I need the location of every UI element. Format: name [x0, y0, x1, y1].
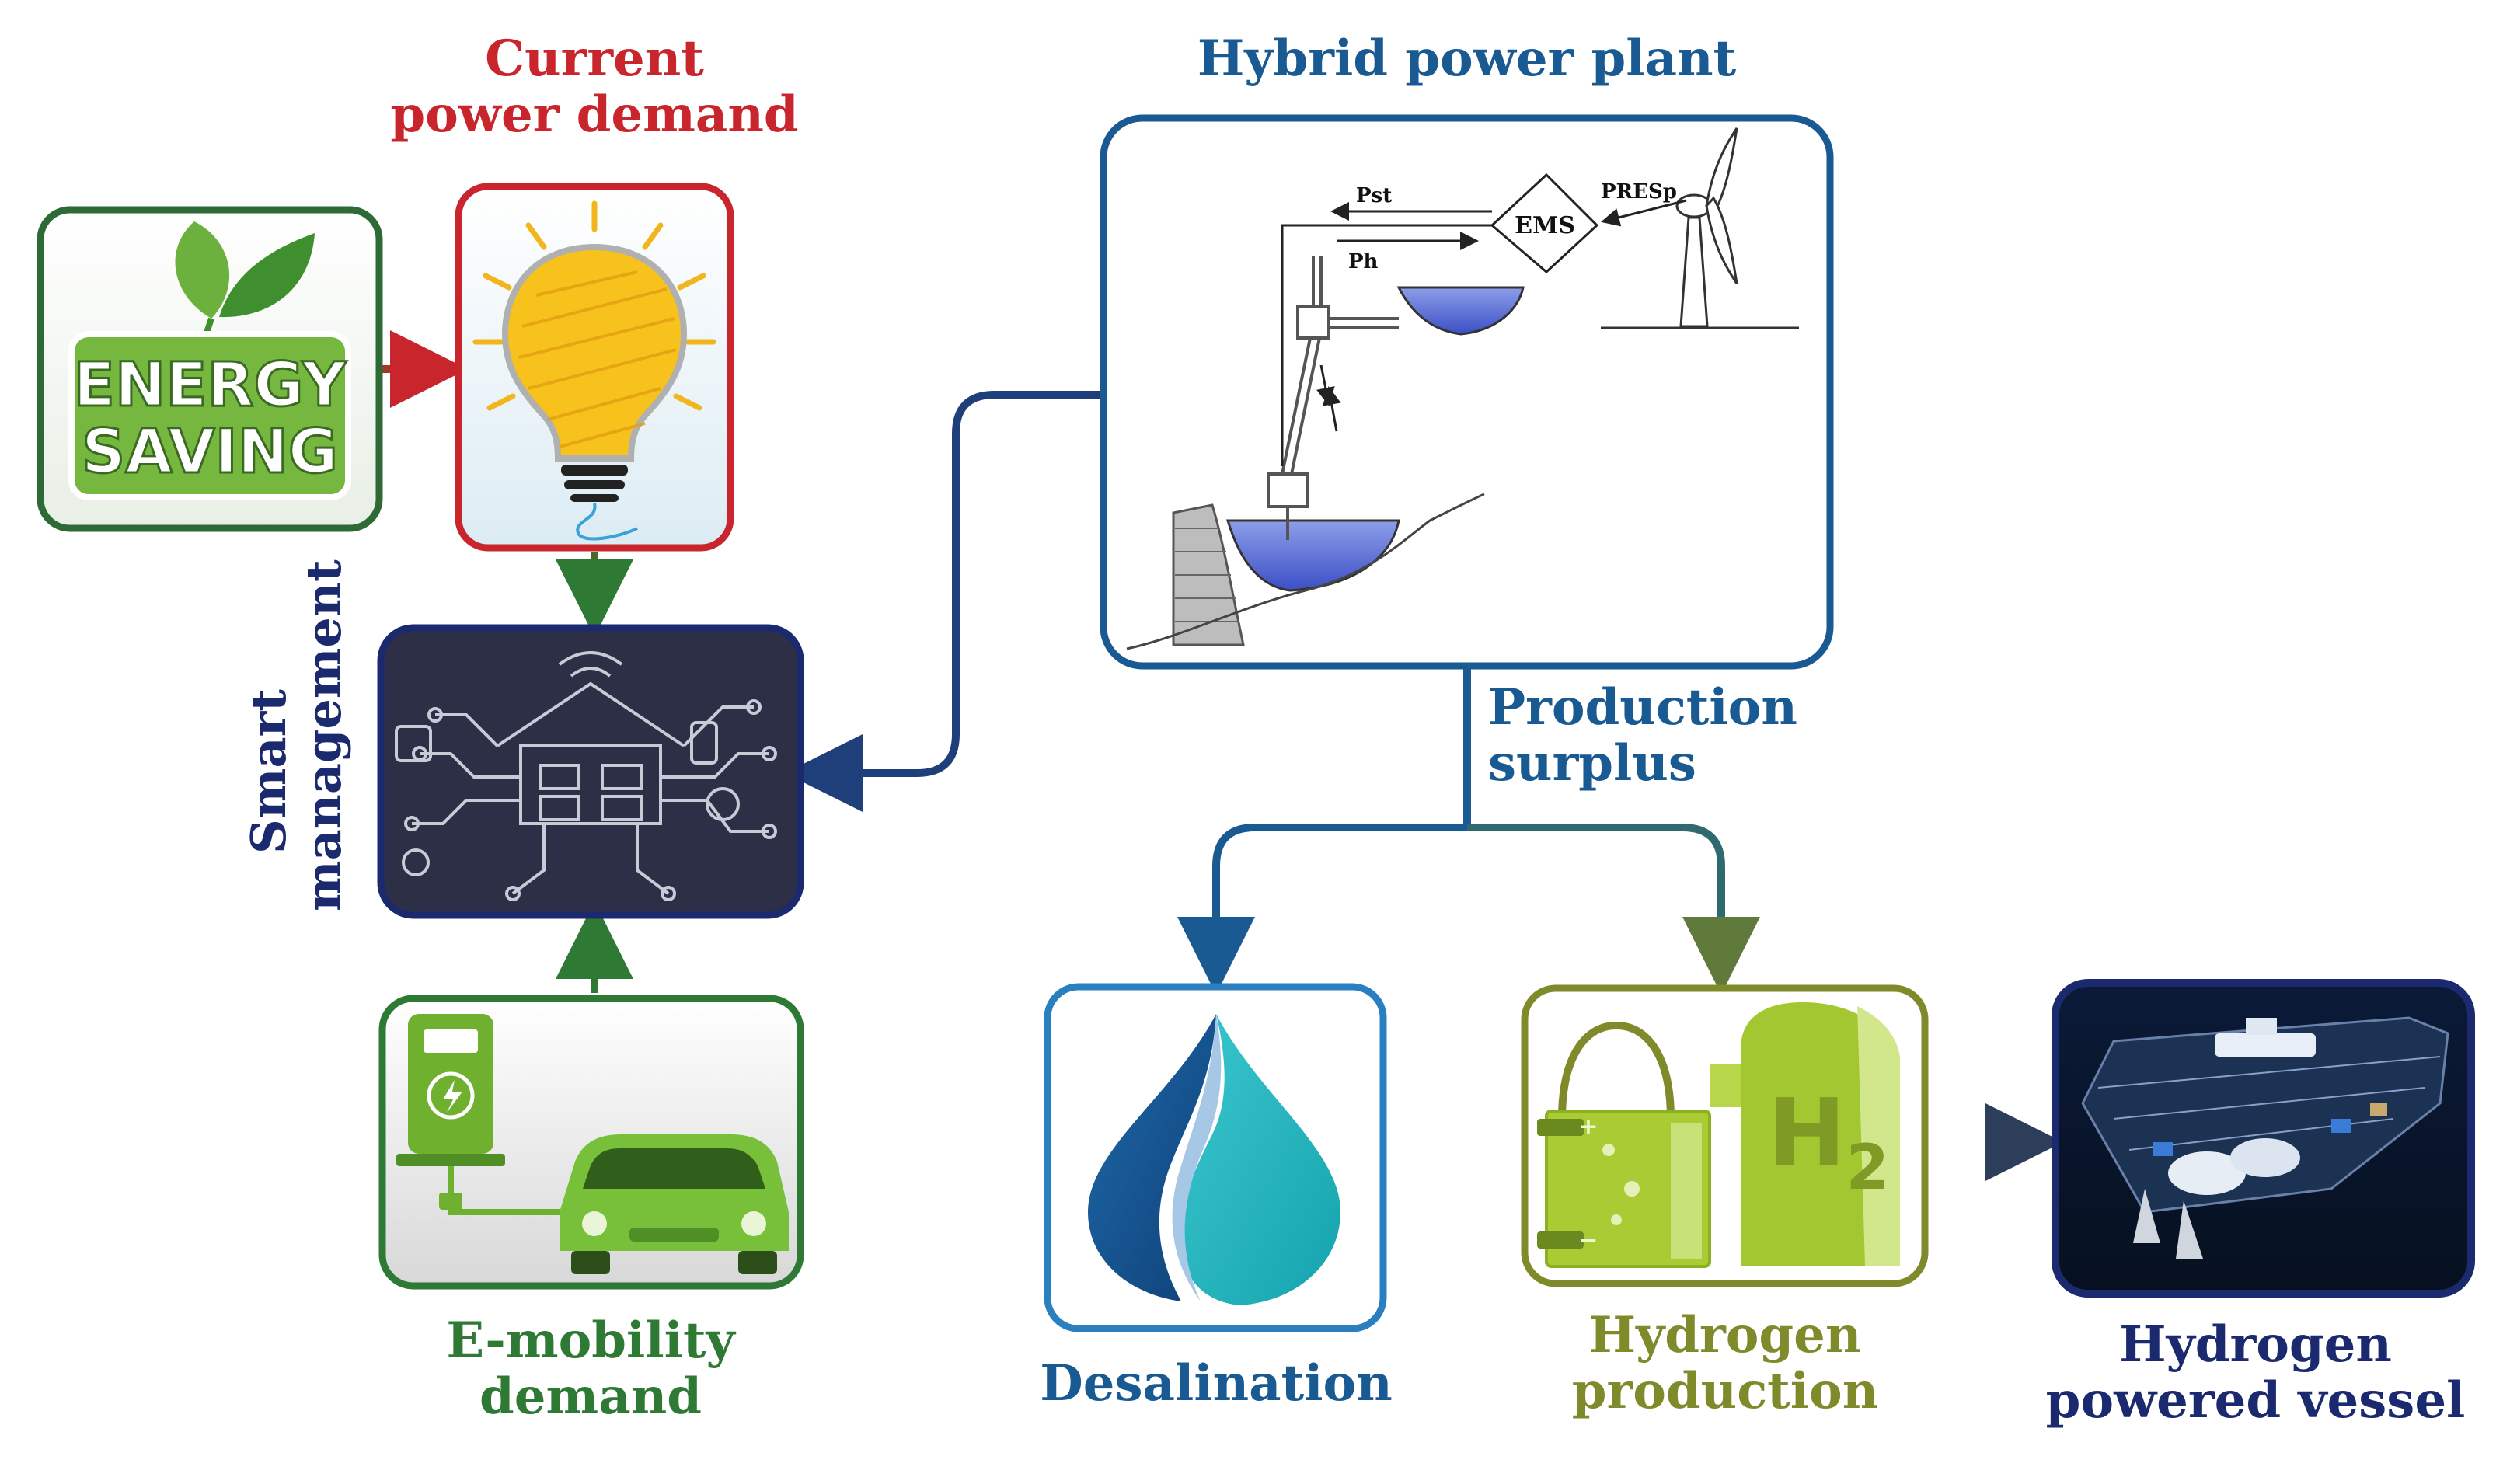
desalination-label: Desalination — [1002, 1356, 1430, 1412]
dam-icon — [1172, 503, 1245, 646]
emobility-label: E-mobility demand — [373, 1313, 808, 1424]
ems-label: EMS — [1515, 212, 1575, 239]
hydrogen-production-box: + − H2 — [1521, 984, 1929, 1287]
smart-management-box — [377, 624, 804, 919]
emobility-box — [378, 995, 804, 1290]
lightbulb-icon — [472, 200, 716, 541]
energy-saving-word1: ENERGY — [74, 350, 347, 420]
production-surplus-label: Production surplus — [1488, 680, 1815, 791]
hydrogen-vessel-box — [2052, 979, 2475, 1298]
production-surplus-line2: surplus — [1488, 733, 1696, 793]
hybrid-plant-title: Hybrid power plant — [1197, 30, 1737, 88]
terrain-line — [1126, 493, 1485, 650]
desalination-box — [1044, 983, 1387, 1332]
arrow-surplus-to-desalination — [1177, 824, 1467, 995]
smart-management-line1: Smart — [240, 689, 297, 854]
upper-reservoir — [1396, 286, 1525, 336]
current-demand-label: Current power demand — [381, 31, 808, 142]
hybrid-plant-label: Hybrid power plant — [1127, 31, 1807, 87]
hydrogen-production-line2: production — [1571, 1361, 1879, 1420]
electrolyzer-icon: + − — [1537, 1021, 1741, 1268]
hydrogen-production-label: Hydrogen production — [1511, 1308, 1939, 1419]
leaf-icon — [175, 221, 315, 343]
emobility-line2: demand — [479, 1367, 702, 1426]
penstock-icon — [1267, 256, 1399, 540]
energy-saving-word2: SAVING — [82, 417, 338, 487]
current-demand-line1: Current — [485, 30, 704, 88]
connectors — [379, 330, 2063, 1181]
pst-label: Pst — [1356, 184, 1392, 207]
desalination-text: Desalination — [1040, 1354, 1393, 1413]
plus-sign: + — [1578, 1113, 1598, 1141]
arrow-plant-to-smart — [785, 391, 1103, 812]
ship-icon — [2081, 1016, 2449, 1259]
hydrogen-vessel-label: Hydrogen powered vessel — [2013, 1317, 2498, 1428]
h2-tank-icon: H2 — [1741, 1002, 1900, 1266]
car-icon — [560, 1134, 789, 1274]
current-demand-line2: power demand — [390, 85, 799, 144]
arrow-surplus-to-hydrogen — [1467, 824, 1760, 995]
hybrid-plant-box: EMS Pst Ph PRESp — [1100, 114, 1834, 670]
emobility-line1: E-mobility — [446, 1312, 735, 1370]
h2-text: H2 — [1768, 1080, 1889, 1204]
hydrogen-vessel-line1: Hydrogen — [2119, 1315, 2392, 1374]
minus-sign: − — [1578, 1227, 1598, 1254]
smart-management-label: Smart management — [240, 559, 353, 911]
flow-arrows — [1316, 364, 1341, 432]
smart-home-icon — [395, 651, 777, 901]
hydrogen-production-line1: Hydrogen — [1588, 1306, 1862, 1364]
ph-label: Ph — [1348, 250, 1379, 273]
signal-lines — [1281, 199, 1687, 466]
hydrogen-vessel-line2: powered vessel — [2045, 1371, 2466, 1430]
charging-station-icon — [396, 1014, 583, 1215]
energy-saving-box: ENERGY SAVING — [37, 206, 383, 532]
current-demand-box — [455, 183, 734, 552]
presp-label: PRESp — [1601, 180, 1677, 204]
wind-turbine-icon — [1601, 127, 1799, 329]
production-surplus-line1: Production — [1488, 678, 1797, 737]
smart-management-line2: management — [295, 559, 353, 911]
water-drop-icon — [1088, 1014, 1340, 1305]
ems-diamond: EMS — [1490, 172, 1599, 274]
